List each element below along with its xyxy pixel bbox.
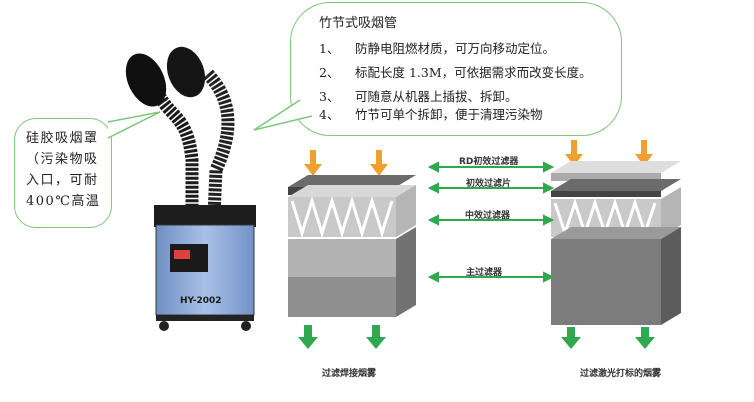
caption-welding-smoke: 过滤焊接烟雾: [322, 369, 377, 379]
filter-stack-left: [288, 150, 416, 349]
caption-laser-marking-smoke: 过滤激光打标的烟雾: [580, 369, 662, 379]
callout-tail: [253, 99, 313, 131]
filter-label-primary-sheet: 初效过滤片: [466, 179, 512, 189]
filter-stack-right: [551, 140, 681, 349]
filter-label-main: 主过滤器: [466, 268, 503, 278]
feature-item: 2、标配长度 1.3M，可依据需求而改变长度。: [319, 65, 592, 80]
feature-item: 1、防静电阻燃材质，可万向移动定位。: [319, 41, 556, 56]
model-label: HY-2002: [180, 296, 222, 306]
hood-description: 硅胶吸烟罩（污染物吸入口，可耐400℃高温: [26, 131, 101, 209]
callout-tail: [107, 111, 161, 139]
feature-item: 4、竹节可单个拆卸，便于清理污染物: [319, 107, 543, 122]
connector-arrows: [428, 161, 555, 283]
filter-label-medium: 中效过滤器: [465, 211, 511, 221]
hood-callout-bubble: [14, 118, 112, 228]
fume-extractor-machine: HY-2002: [125, 46, 256, 331]
feature-item: 3、可随意从机器上插拔、拆卸。: [319, 89, 518, 104]
filter-label-rd-primary: RD初效过滤器: [459, 157, 519, 167]
hose-title: 竹节式吸烟管: [319, 16, 398, 31]
feature-callout-bubble: [290, 2, 622, 136]
